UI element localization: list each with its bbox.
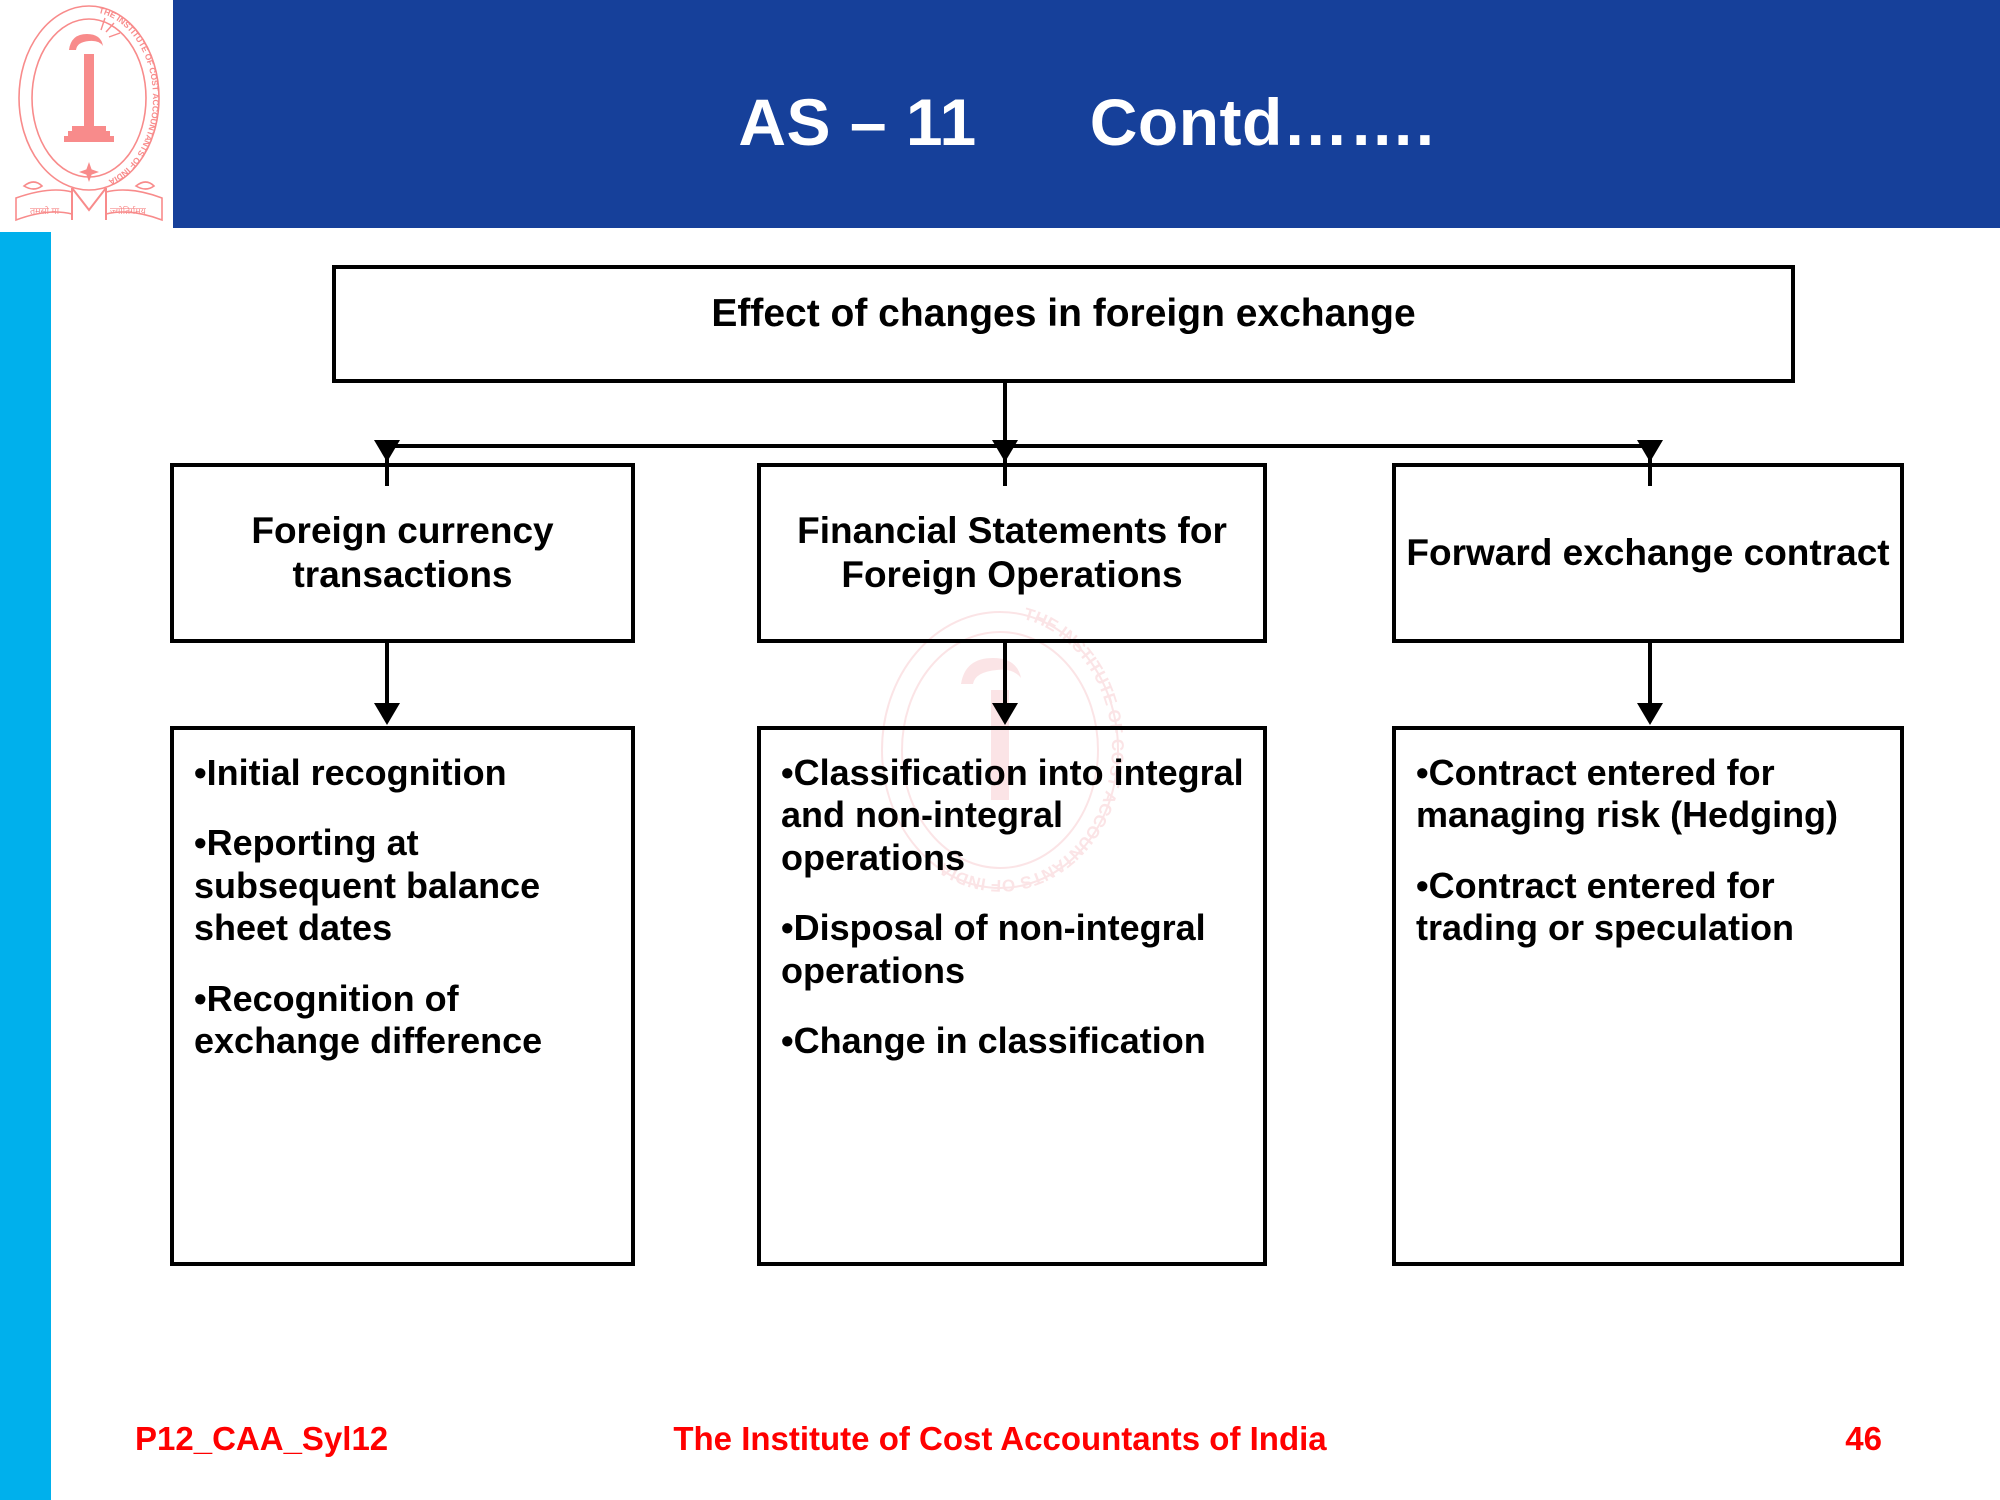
svg-text:तमसो मा: तमसो मा bbox=[30, 205, 60, 216]
bullet-dot-icon: • bbox=[194, 977, 207, 1019]
arrow-head-fc-list bbox=[374, 703, 400, 725]
list-item: •Classification into integral and non-in… bbox=[781, 752, 1245, 879]
branch-box-forward-exchange-contract[interactable]: Forward exchange contract bbox=[1392, 463, 1904, 643]
logo-container: THE INSTITUTE OF COST ACCOUNTANTS OF IND… bbox=[6, 2, 173, 230]
diagram-root-box[interactable]: Effect of changes in foreign exchange bbox=[332, 265, 1795, 383]
footer-page-number: 46 bbox=[1845, 1420, 1882, 1457]
list-item-text: Disposal of non-integral operations bbox=[781, 907, 1206, 991]
list-item-text: Recognition of exchange difference bbox=[194, 977, 543, 1062]
arrow-head-fs-list bbox=[992, 703, 1018, 725]
branch-title: Foreign currency transactions bbox=[251, 510, 554, 595]
footer-institute-name: The Institute of Cost Accountants of Ind… bbox=[673, 1420, 1327, 1457]
list-item: •Initial recognition bbox=[194, 752, 613, 794]
bullet-box-financial-statements-foreign-operations[interactable]: •Classification into integral and non-in… bbox=[757, 726, 1267, 1266]
branch-title: Forward exchange contract bbox=[1406, 532, 1890, 574]
connector-fe-to-list bbox=[1648, 643, 1652, 709]
list-item-text: Contract entered for trading or speculat… bbox=[1416, 864, 1795, 949]
left-accent-bar bbox=[0, 232, 51, 1500]
arrow-head-center bbox=[992, 440, 1018, 462]
branch-box-financial-statements-foreign-operations[interactable]: Financial Statements for Foreign Operati… bbox=[757, 463, 1267, 643]
bullet-list: •Contract entered for managing risk (Hed… bbox=[1396, 730, 1900, 1262]
list-item: •Contract entered for managing risk (Hed… bbox=[1416, 752, 1882, 837]
list-item-text: Classification into integral and non-int… bbox=[781, 752, 1244, 878]
diagram-root-label: Effect of changes in foreign exchange bbox=[711, 292, 1416, 335]
connector-horizontal-spread bbox=[385, 444, 1651, 448]
bullet-list: •Initial recognition •Reporting at subse… bbox=[174, 730, 631, 1262]
bullet-dot-icon: • bbox=[1416, 864, 1429, 906]
bullet-dot-icon: • bbox=[1416, 752, 1429, 793]
bullet-list: •Classification into integral and non-in… bbox=[761, 730, 1263, 1262]
list-item-text: Contract entered for managing risk (Hedg… bbox=[1416, 752, 1839, 836]
bullet-dot-icon: • bbox=[781, 1020, 794, 1062]
list-item: •Change in classification bbox=[781, 1020, 1245, 1062]
page-title: AS – 11 Contd……. bbox=[738, 85, 1435, 159]
list-item: •Contract entered for trading or specula… bbox=[1416, 865, 1882, 950]
bullet-dot-icon: • bbox=[781, 907, 794, 949]
svg-text:ज्योतिर्गमय: ज्योतिर्गमय bbox=[110, 205, 147, 216]
list-item-text: Reporting at subsequent balance sheet da… bbox=[194, 822, 541, 949]
branch-title: Financial Statements for Foreign Operati… bbox=[797, 510, 1227, 595]
bullet-dot-icon: • bbox=[194, 752, 207, 793]
arrow-head-left bbox=[374, 440, 400, 462]
footer-syllabus-code: P12_CAA_Syl12 bbox=[135, 1420, 389, 1457]
arrow-head-right bbox=[1637, 440, 1663, 462]
bullet-dot-icon: • bbox=[781, 752, 794, 793]
connector-fc-to-list bbox=[385, 643, 389, 709]
arrow-head-fe-list bbox=[1637, 703, 1663, 725]
bullet-box-forward-exchange-contract[interactable]: •Contract entered for managing risk (Hed… bbox=[1392, 726, 1904, 1266]
list-item: •Recognition of exchange difference bbox=[194, 978, 613, 1063]
connector-fs-to-list bbox=[1003, 643, 1007, 709]
bullet-dot-icon: • bbox=[194, 822, 207, 864]
list-item: •Disposal of non-integral operations bbox=[781, 907, 1245, 992]
slide-footer: P12_CAA_Syl12 The Institute of Cost Acco… bbox=[0, 1420, 2000, 1478]
connector-root-vertical bbox=[1003, 383, 1007, 446]
list-item-text: Change in classification bbox=[793, 1020, 1206, 1062]
list-item-text: Initial recognition bbox=[206, 752, 507, 793]
svg-text:THE INSTITUTE OF COST ACCOUNTA: THE INSTITUTE OF COST ACCOUNTANTS OF IND… bbox=[98, 5, 161, 187]
bullet-box-foreign-currency-transactions[interactable]: •Initial recognition •Reporting at subse… bbox=[170, 726, 635, 1266]
branch-box-foreign-currency-transactions[interactable]: Foreign currency transactions bbox=[170, 463, 635, 643]
list-item: •Reporting at subsequent balance sheet d… bbox=[194, 822, 613, 949]
header-band bbox=[173, 0, 2000, 228]
institute-logo-icon: THE INSTITUTE OF COST ACCOUNTANTS OF IND… bbox=[15, 5, 163, 222]
